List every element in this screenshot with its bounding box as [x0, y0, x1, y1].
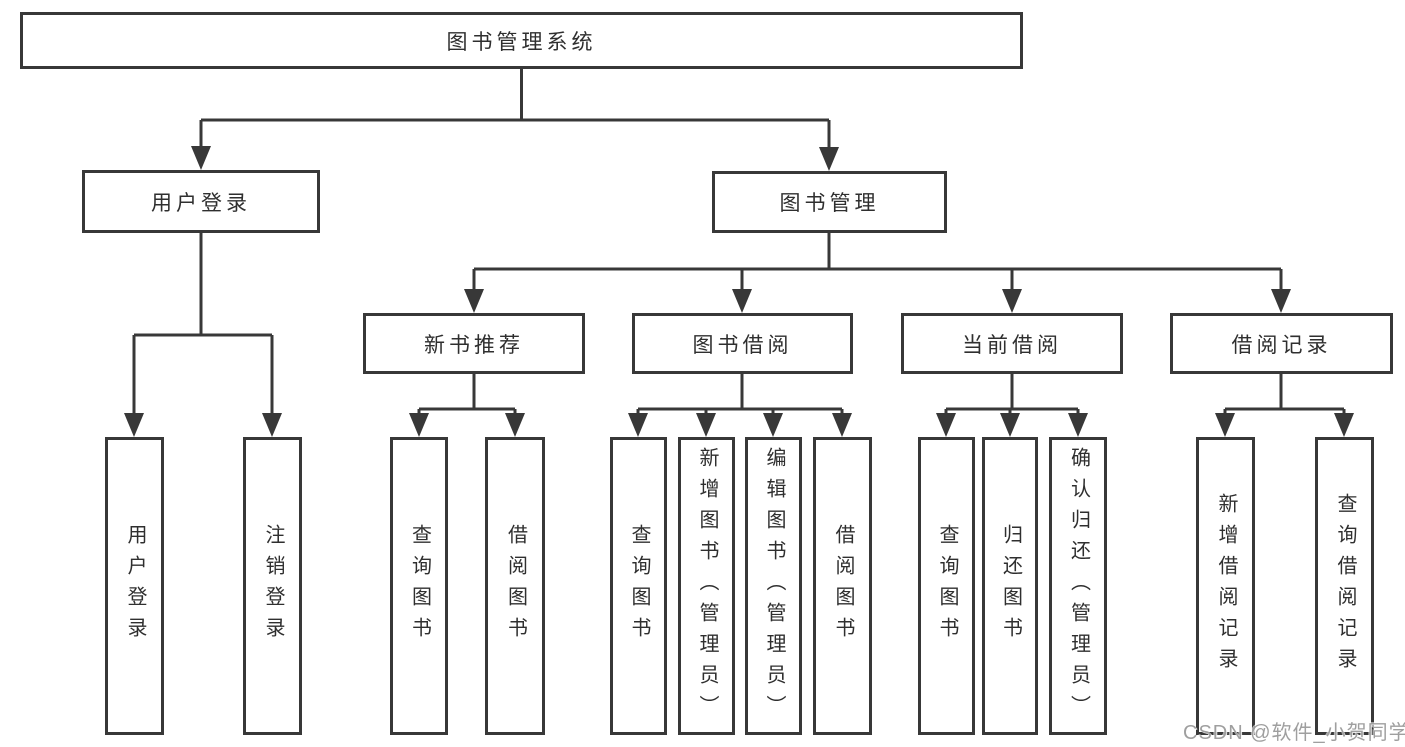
node-new-book-recommend: 新书推荐: [363, 313, 585, 374]
leaf-borrow-books-recommend-label: 借阅图书: [504, 524, 527, 648]
leaf-confirm-return-admin-label: 确认归还（管理员）: [1067, 446, 1090, 726]
leaf-logout: 注销登录: [243, 437, 302, 735]
node-root-label: 图书管理系统: [446, 30, 597, 54]
leaf-query-books-recommend-label: 查询图书: [408, 524, 431, 648]
leaf-query-books-borrowing: 查询图书: [610, 437, 667, 735]
leaf-edit-books-admin: 编辑图书（管理员）: [745, 437, 802, 735]
leaf-confirm-return-admin: 确认归还（管理员）: [1049, 437, 1107, 735]
leaf-user-login-label: 用户登录: [124, 524, 146, 648]
node-current-borrowing-label: 当前借阅: [962, 333, 1062, 357]
leaf-borrow-books-recommend: 借阅图书: [485, 437, 545, 735]
leaf-user-login: 用户登录: [105, 437, 164, 735]
node-book-management-label: 图书管理: [779, 192, 880, 215]
leaf-add-borrow-record-label: 新增借阅记录: [1215, 493, 1237, 679]
leaf-add-books-admin: 新增图书（管理员）: [678, 437, 735, 735]
leaf-add-books-admin-label: 新增图书（管理员）: [696, 446, 718, 726]
node-book-borrowing-label: 图书借阅: [692, 333, 793, 357]
leaf-borrow-books-label: 借阅图书: [832, 524, 854, 648]
leaf-return-books-label: 归还图书: [999, 524, 1022, 648]
leaf-edit-books-admin-label: 编辑图书（管理员）: [763, 446, 785, 726]
node-current-borrowing: 当前借阅: [901, 313, 1123, 374]
leaf-logout-label: 注销登录: [262, 524, 284, 648]
arrowheads: [124, 146, 1354, 437]
node-root-system: 图书管理系统: [20, 12, 1023, 69]
leaf-query-borrow-record-label: 查询借阅记录: [1334, 493, 1356, 679]
leaf-query-books-borrowing-label: 查询图书: [628, 524, 650, 648]
node-book-borrowing: 图书借阅: [632, 313, 853, 374]
leaf-add-borrow-record: 新增借阅记录: [1196, 437, 1255, 735]
node-book-management: 图书管理: [712, 171, 947, 233]
node-borrow-records-label: 借阅记录: [1231, 333, 1332, 357]
leaf-query-books-current-label: 查询图书: [936, 524, 958, 648]
leaf-borrow-books: 借阅图书: [813, 437, 872, 735]
csdn-watermark: CSDN @软件_小贺同学: [1183, 722, 1405, 744]
node-user-login-label: 用户登录: [151, 191, 251, 215]
leaf-query-books-current: 查询图书: [918, 437, 975, 735]
leaf-query-books-recommend: 查询图书: [390, 437, 448, 735]
node-borrow-records: 借阅记录: [1170, 313, 1393, 374]
node-user-login: 用户登录: [82, 170, 320, 233]
node-new-book-recommend-label: 新书推荐: [424, 333, 524, 357]
leaf-query-borrow-record: 查询借阅记录: [1315, 437, 1374, 735]
leaf-return-books: 归还图书: [982, 437, 1038, 735]
